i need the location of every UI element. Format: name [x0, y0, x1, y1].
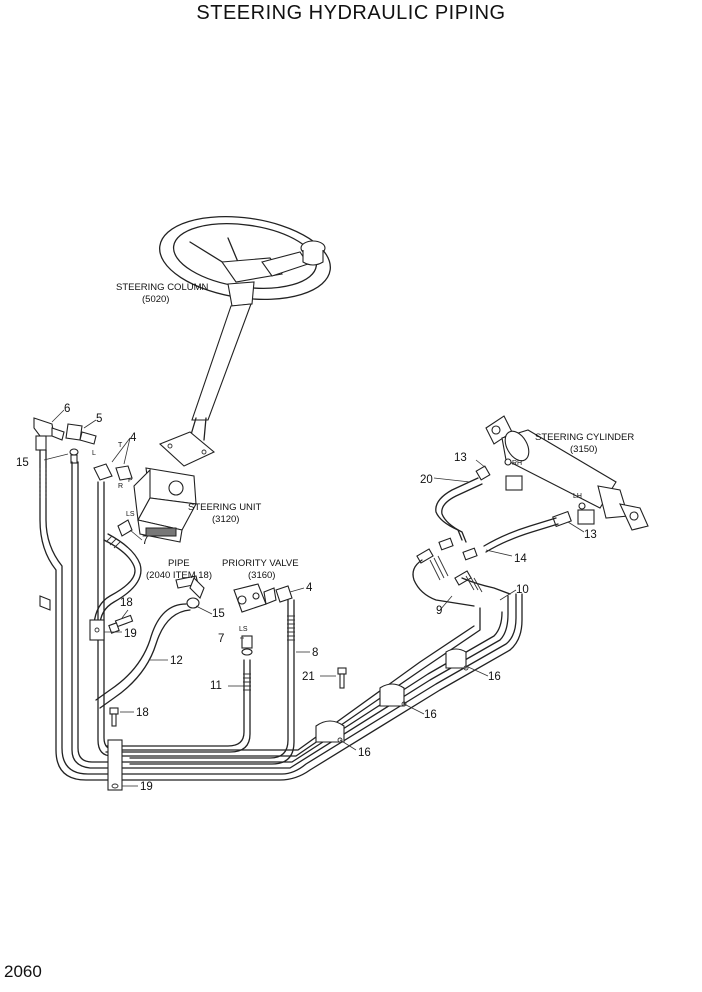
callout-15-left: 15 — [16, 457, 29, 469]
steering-cylinder-label: STEERING CYLINDER — [535, 432, 634, 443]
callout-4-valve: 4 — [306, 582, 313, 594]
port-ls: LS — [126, 511, 135, 518]
pipe-14 — [483, 517, 559, 553]
port-ls-valve: LS — [239, 626, 248, 633]
bolt-18-lower — [109, 707, 119, 727]
steering-column-label: STEERING COLUMN — [116, 282, 209, 293]
callout-9: 9 — [436, 605, 442, 617]
port-rh: RH — [512, 460, 522, 467]
fitting-7-upper — [117, 519, 133, 537]
priority-valve-part-no: (3160) — [248, 570, 275, 581]
callout-7-upper: 7 — [142, 535, 148, 547]
callout-5: 5 — [96, 413, 102, 425]
mounting-bracket — [39, 595, 51, 611]
page-number: 2060 — [4, 962, 42, 981]
callout-8: 8 — [312, 647, 318, 659]
steering-column-part-no: (5020) — [142, 294, 169, 305]
steering-cylinder — [485, 415, 649, 531]
fitting-7-lower — [241, 635, 253, 656]
hose-upper-left — [93, 533, 142, 627]
hose-bundle-left — [39, 449, 523, 781]
callout-20: 20 — [420, 474, 433, 486]
port-l: L — [92, 450, 96, 457]
port-r: R — [118, 483, 123, 490]
steering-unit — [133, 467, 197, 543]
bolt-21 — [337, 667, 347, 689]
hose-11 — [105, 659, 251, 753]
priority-valve — [233, 583, 293, 613]
steering-unit-part-no: (3120) — [212, 514, 239, 525]
pipe-part-no: (2040 ITEM 18) — [146, 570, 212, 581]
steering-cylinder-part-no: (3150) — [570, 444, 597, 455]
callout-16-middle: 16 — [424, 709, 437, 721]
page-title: STEERING HYDRAULIC PIPING — [196, 2, 506, 24]
hose-8 — [129, 599, 295, 765]
pipe-label: PIPE — [168, 558, 190, 569]
callout-16-lower: 16 — [358, 747, 371, 759]
callout-10: 10 — [516, 584, 529, 596]
callout-12: 12 — [170, 655, 183, 667]
callout-4-upper: 4 — [130, 432, 137, 444]
fitting-13-lower — [552, 510, 572, 528]
callout-11: 11 — [210, 680, 222, 692]
hose-12 — [95, 603, 191, 709]
callout-7-lower: 7 — [218, 633, 224, 645]
clamp-16-c — [315, 720, 345, 743]
elbow-fitting-6 — [33, 417, 65, 451]
callout-16-upper: 16 — [488, 671, 501, 683]
hose-9 — [412, 555, 475, 607]
adapter-fitting-5 — [65, 423, 97, 445]
steering-column — [158, 281, 255, 467]
steering-unit-label: STEERING UNIT — [188, 502, 262, 513]
callout-6: 6 — [64, 403, 70, 415]
port-p: P — [128, 477, 133, 484]
leader-lines — [43, 409, 585, 787]
port-lh: LH — [573, 493, 582, 500]
steering-wheel — [159, 215, 331, 301]
elbow-fitting-4 — [93, 463, 133, 481]
pipe-fitting — [175, 575, 205, 609]
callout-15-center: 15 — [212, 608, 225, 620]
callout-19-lower: 19 — [140, 781, 153, 793]
callout-13-lower: 13 — [584, 529, 597, 541]
callout-13-upper: 13 — [454, 452, 467, 464]
callout-18-upper: 18 — [120, 597, 133, 609]
clamp-16-b — [379, 683, 407, 707]
callout-18-lower: 18 — [136, 707, 149, 719]
o-ring-15 — [69, 448, 79, 464]
priority-valve-label: PRIORITY VALVE — [222, 558, 299, 569]
pipe-20 — [435, 477, 483, 543]
port-t: T — [118, 442, 123, 449]
callout-19-upper: 19 — [124, 628, 137, 640]
callout-14: 14 — [514, 553, 527, 565]
clamp-16-a — [445, 648, 469, 671]
hose-ends-center — [416, 537, 478, 586]
fitting-13-upper — [475, 465, 491, 481]
clamp-19-lower — [107, 739, 123, 791]
clamp-19-upper — [89, 619, 105, 641]
hose-10 — [461, 575, 511, 595]
callout-21: 21 — [302, 671, 315, 683]
